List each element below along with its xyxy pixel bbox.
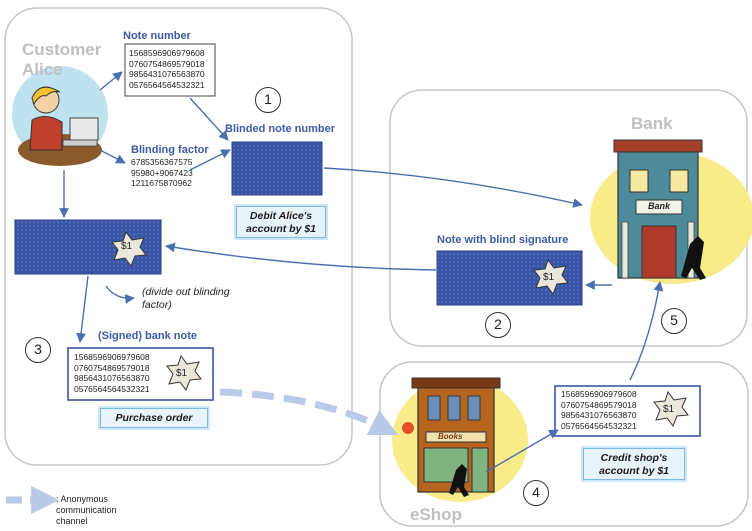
purchase-order-callout: Purchase order <box>100 408 208 428</box>
step-3: 3 <box>25 337 51 363</box>
divide-out-label: (divide out blinding factor) <box>142 286 230 312</box>
note-with-blind-signature-label: Note with blind signature <box>437 234 569 246</box>
signed-note-row: 1568596906979608 <box>74 352 150 362</box>
bank-title: Bank <box>631 114 673 133</box>
star-value-blind: $1 <box>543 272 555 283</box>
signed-note-row: 9856431076563870 <box>74 373 150 384</box>
eshop-note-row: 9856431076563870 <box>561 410 637 421</box>
divide-out-line2: factor) <box>142 299 172 311</box>
debit-callout: Debit Alice's account by $1 <box>236 206 326 238</box>
signed-bank-note-label: (Signed) bank note <box>98 330 197 342</box>
step-2: 2 <box>485 312 511 338</box>
purchase-order-text: Purchase order <box>115 412 193 424</box>
signed-note-values: 1568596906979608 0760754869579018 985643… <box>74 352 150 394</box>
step-1: 1 <box>255 87 281 113</box>
blinding-factor-row: 1211675870962 <box>131 178 192 189</box>
bank-illustration <box>590 139 752 284</box>
arrows <box>59 71 664 473</box>
step-5: 5 <box>661 308 687 334</box>
blinding-factor-row: 6785356367575 <box>131 157 193 167</box>
legend-line2: communication <box>56 505 117 515</box>
debit-line2: account by $1 <box>245 223 317 235</box>
credit-line2: account by $1 <box>598 465 670 477</box>
customer-subtitle: Alice <box>22 60 63 79</box>
note-number-label: Note number <box>123 30 191 42</box>
star-value-bank-note: $1 <box>176 368 188 379</box>
eshop-note-row: 1568596906979608 <box>561 389 637 399</box>
legend-line3: channel <box>56 516 88 526</box>
note-number-row: 9856431076563870 <box>129 69 205 80</box>
eshop-title: eShop <box>410 505 462 524</box>
credit-callout: Credit shop's account by $1 <box>583 448 685 480</box>
shop-sign: Books <box>438 432 463 441</box>
shop-illustration <box>392 377 528 502</box>
blinding-factor-label: Blinding factor <box>131 144 209 156</box>
star-value-signed: $1 <box>121 241 133 252</box>
divide-out-line1: (divide out blinding <box>142 286 230 298</box>
blinded-note <box>231 141 323 196</box>
eshop-note <box>554 385 701 437</box>
debit-line1: Debit Alice's <box>249 210 313 222</box>
blinding-factor-values: 6785356367575 95980+9067423 121167587096… <box>131 157 193 189</box>
bank-sign: Bank <box>648 201 671 211</box>
eshop-note-row: 0576564564532321 <box>561 420 637 431</box>
blinded-note-number-label: Blinded note number <box>225 123 335 135</box>
blinding-factor-row: 95980+9067423 <box>131 167 193 178</box>
eshop-note-values: 1568596906979608 0760754869579018 985643… <box>561 389 637 431</box>
star-value-eshop: $1 <box>663 404 675 415</box>
credit-line1: Credit shop's <box>600 452 668 464</box>
eshop-note-row: 0760754869579018 <box>561 399 637 410</box>
note-with-blind-signature <box>436 250 583 306</box>
note-number-row: 1568596906979608 <box>129 48 205 58</box>
signed-bank-note <box>67 347 214 401</box>
customer-title: Customer <box>22 40 102 59</box>
signed-note-customer <box>14 219 162 275</box>
signed-note-row: 0760754869579018 <box>74 362 150 373</box>
legend-line1: : Anonymous <box>56 494 109 504</box>
note-number-row: 0576564564532321 <box>129 79 205 90</box>
alice-illustration <box>12 66 108 166</box>
note-number-row: 0760754869579018 <box>129 58 205 69</box>
step-4: 4 <box>523 480 549 506</box>
note-number-values: 1568596906979608 0760754869579018 985643… <box>129 48 205 90</box>
legend-text: : Anonymous communication channel <box>56 494 117 527</box>
signed-note-row: 0576564564532321 <box>74 383 150 394</box>
note-number-box <box>124 43 216 97</box>
